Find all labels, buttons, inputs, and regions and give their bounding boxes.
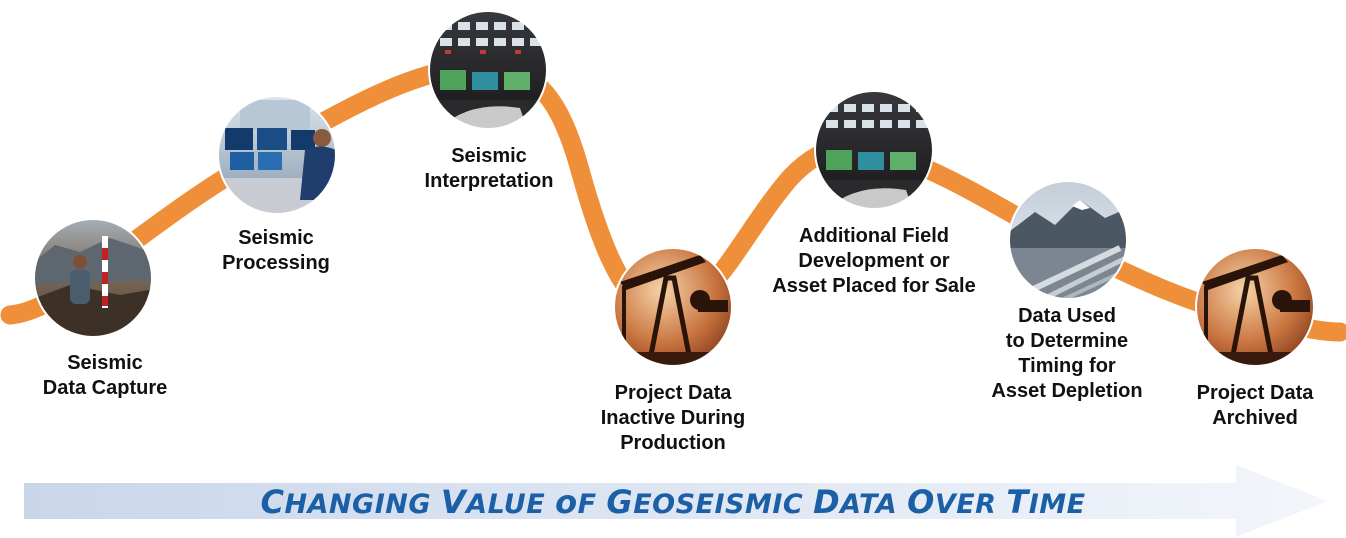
pumpjack-photo-icon: [1195, 247, 1315, 367]
stage-label-line: Development or: [798, 250, 950, 272]
stage-label: Seismic Interpretation: [399, 144, 579, 194]
stage-label-line: Timing for: [1018, 355, 1116, 377]
time-arrow: [24, 465, 1328, 537]
stage-label-line: Archived: [1212, 407, 1298, 429]
stage-label-line: Project Data: [614, 382, 732, 404]
stage-label-line: Production: [620, 432, 726, 454]
stage-label-line: Seismic: [67, 352, 143, 374]
stage-label-line: Asset Placed for Sale: [772, 275, 976, 297]
stage-label-line: Processing: [222, 252, 330, 274]
banner-word: oF: [555, 483, 597, 521]
pumpjack-photo-icon: [613, 247, 733, 367]
stage-label-line: Asset Depletion: [991, 380, 1143, 402]
stage-label: Seismic Data Capture: [15, 351, 195, 401]
stage-label: Project Data Archived: [1160, 381, 1346, 431]
banner-title: CHANGING VALUE oF GEOSEISMIC DATA OVER T…: [0, 483, 1346, 521]
stage-label-line: Data Capture: [42, 377, 168, 399]
stage-label: Seismic Processing: [186, 226, 366, 276]
stage-label-line: Project Data: [1196, 382, 1314, 404]
stage-label-line: to Determine: [1005, 330, 1129, 352]
stage-label-line: Interpretation: [424, 170, 554, 192]
stage-label: Additional Field Development or Asset Pl…: [762, 224, 986, 299]
stage-label-line: Additional Field: [799, 225, 949, 247]
pipeline-mountains-photo-icon: [1008, 180, 1128, 300]
banner-word: GEOSEISMIC: [606, 483, 804, 521]
banner-word: TIME: [1006, 483, 1086, 521]
banner-word: OVER: [907, 483, 997, 521]
banner-words: CHANGING VALUE oF GEOSEISMIC DATA OVER T…: [260, 483, 1086, 521]
stage-label-line: Inactive During: [600, 407, 746, 429]
control-room-photo-icon: [428, 10, 548, 130]
stage-label-line: Seismic: [238, 227, 314, 249]
stage-label-line: Data Used: [1018, 305, 1116, 327]
control-room-photo-icon: [814, 90, 934, 210]
stage-label: Data Used to Determine Timing for Asset …: [967, 304, 1167, 404]
stage-label: Project Data Inactive During Production: [573, 381, 773, 456]
banner-word: CHANGING: [260, 483, 431, 521]
banner-word: DATA: [813, 483, 898, 521]
stage-label-line: Seismic: [451, 145, 527, 167]
banner-word: VALUE: [440, 483, 546, 521]
